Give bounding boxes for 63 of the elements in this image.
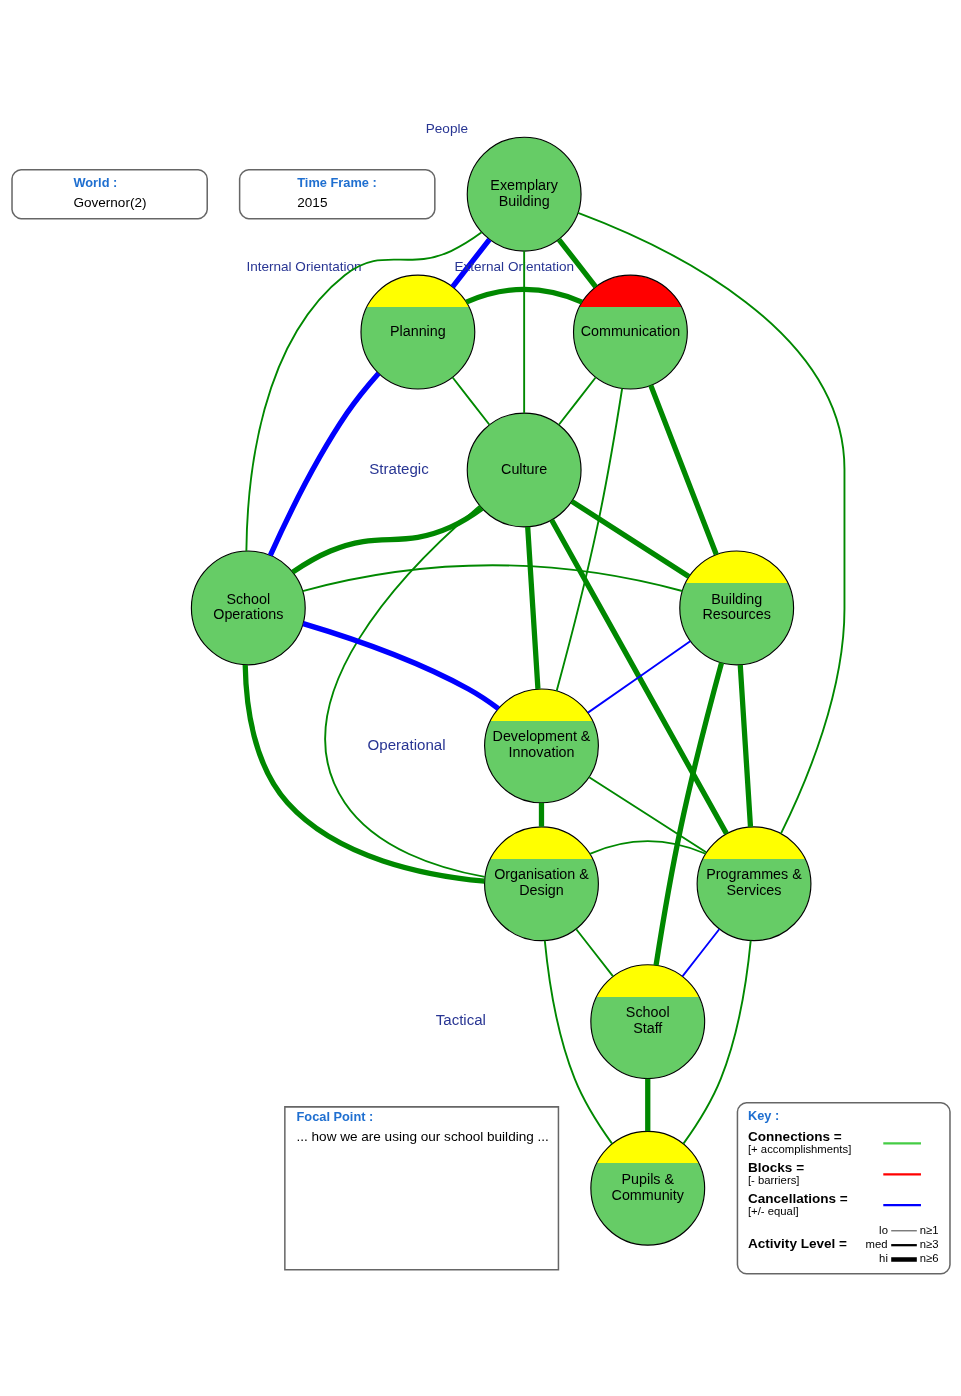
- node-circle: Pupils & Community: [589, 1130, 705, 1246]
- connector: [557, 376, 597, 426]
- connector: [522, 250, 525, 414]
- connector: [681, 928, 720, 978]
- connector: [737, 664, 753, 828]
- node-circle: Building Resources: [678, 550, 794, 666]
- connector: [587, 776, 707, 854]
- connector: [324, 504, 486, 878]
- label: hi: [878, 1252, 888, 1265]
- connector: [301, 621, 500, 711]
- legend-label: Connections =: [747, 1129, 842, 1145]
- node-circle: Communication: [572, 274, 688, 390]
- connector: [576, 211, 845, 835]
- connector: [524, 526, 541, 690]
- label: n≥3: [919, 1237, 939, 1250]
- connector: [555, 387, 623, 692]
- connector: [538, 802, 544, 827]
- connector: [267, 371, 380, 557]
- node-box: World : Governor(2): [10, 168, 208, 220]
- node-circle: Programmes & Services: [696, 826, 811, 942]
- label: Operational: [367, 735, 446, 753]
- label: Strategic: [368, 459, 429, 477]
- connector: [290, 506, 484, 575]
- node-circle: Culture: [466, 412, 582, 528]
- node-circle: Planning: [359, 274, 475, 390]
- label: Tactical: [435, 1011, 486, 1029]
- connector: [543, 939, 613, 1145]
- label: n≥6: [919, 1252, 939, 1265]
- node-circle: Exemplary Building: [466, 136, 582, 252]
- connector: [464, 286, 583, 305]
- node-box: Focal Point : ... how we are using our school building ...: [283, 1106, 559, 1271]
- label: Key :: [747, 1108, 779, 1124]
- connector: [301, 564, 683, 592]
- legend-label: Blocks =: [747, 1160, 804, 1175]
- node-box: Time Frame : 2015: [238, 168, 436, 220]
- connector: [556, 237, 598, 289]
- connector: [242, 664, 485, 884]
- label: lo: [878, 1223, 888, 1236]
- node-circle: School Operations: [190, 550, 306, 666]
- node-label: People: [425, 121, 468, 137]
- connector: [588, 840, 707, 855]
- connector: [450, 237, 491, 289]
- label: [+ accomplishments]: [747, 1142, 851, 1155]
- node-circle: Organisation & Design: [483, 826, 599, 942]
- node-label: Internal Orientation: [245, 258, 362, 274]
- label: [+/- equal]: [747, 1204, 799, 1217]
- node-circle: Development & Innovation: [483, 688, 599, 804]
- connector: [569, 499, 690, 579]
- label: med: [865, 1237, 888, 1250]
- connector: [574, 928, 614, 978]
- node-circle: School Staff: [589, 964, 705, 1080]
- connector: [682, 939, 752, 1145]
- connector: [548, 518, 729, 835]
- label: n≥1: [919, 1223, 939, 1236]
- connector: [451, 376, 490, 426]
- connector: [652, 662, 724, 966]
- connector: [647, 384, 719, 556]
- label: [- barriers]: [747, 1173, 799, 1186]
- legend-label: Cancellations =: [747, 1190, 848, 1206]
- legend-label: Activity Level =: [747, 1235, 847, 1251]
- connector: [586, 640, 691, 714]
- connector: [244, 231, 483, 552]
- connector: [644, 1078, 650, 1132]
